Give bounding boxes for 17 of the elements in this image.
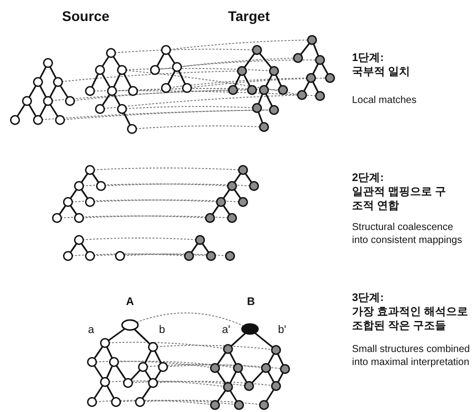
stage-description: 국부적 일치 (352, 66, 410, 80)
node-label: b (159, 324, 166, 338)
stage-caption: Small structures combined into maximal interpretation (352, 344, 470, 369)
stage-description: 일관적 맵핑으로 구조적 연합 (352, 186, 448, 214)
stage-heading: 2단계: (352, 172, 384, 186)
node-label: a (88, 324, 94, 338)
stage-heading: 1단계: (352, 52, 384, 66)
stage-caption: Structural coalescence into consistent mappings (352, 222, 464, 247)
stage-caption: Local matches (352, 95, 416, 108)
node-label: b' (278, 324, 286, 338)
node-label: a' (222, 324, 230, 338)
node-label: A (126, 296, 134, 310)
column-heading: Source (62, 8, 110, 26)
stage-description: 가장 효과적인 해석으로 조합된 작은 구조들 (352, 306, 470, 334)
column-heading: Target (228, 8, 270, 26)
stage-heading: 3단계: (352, 292, 384, 306)
node-label: B (247, 296, 255, 310)
